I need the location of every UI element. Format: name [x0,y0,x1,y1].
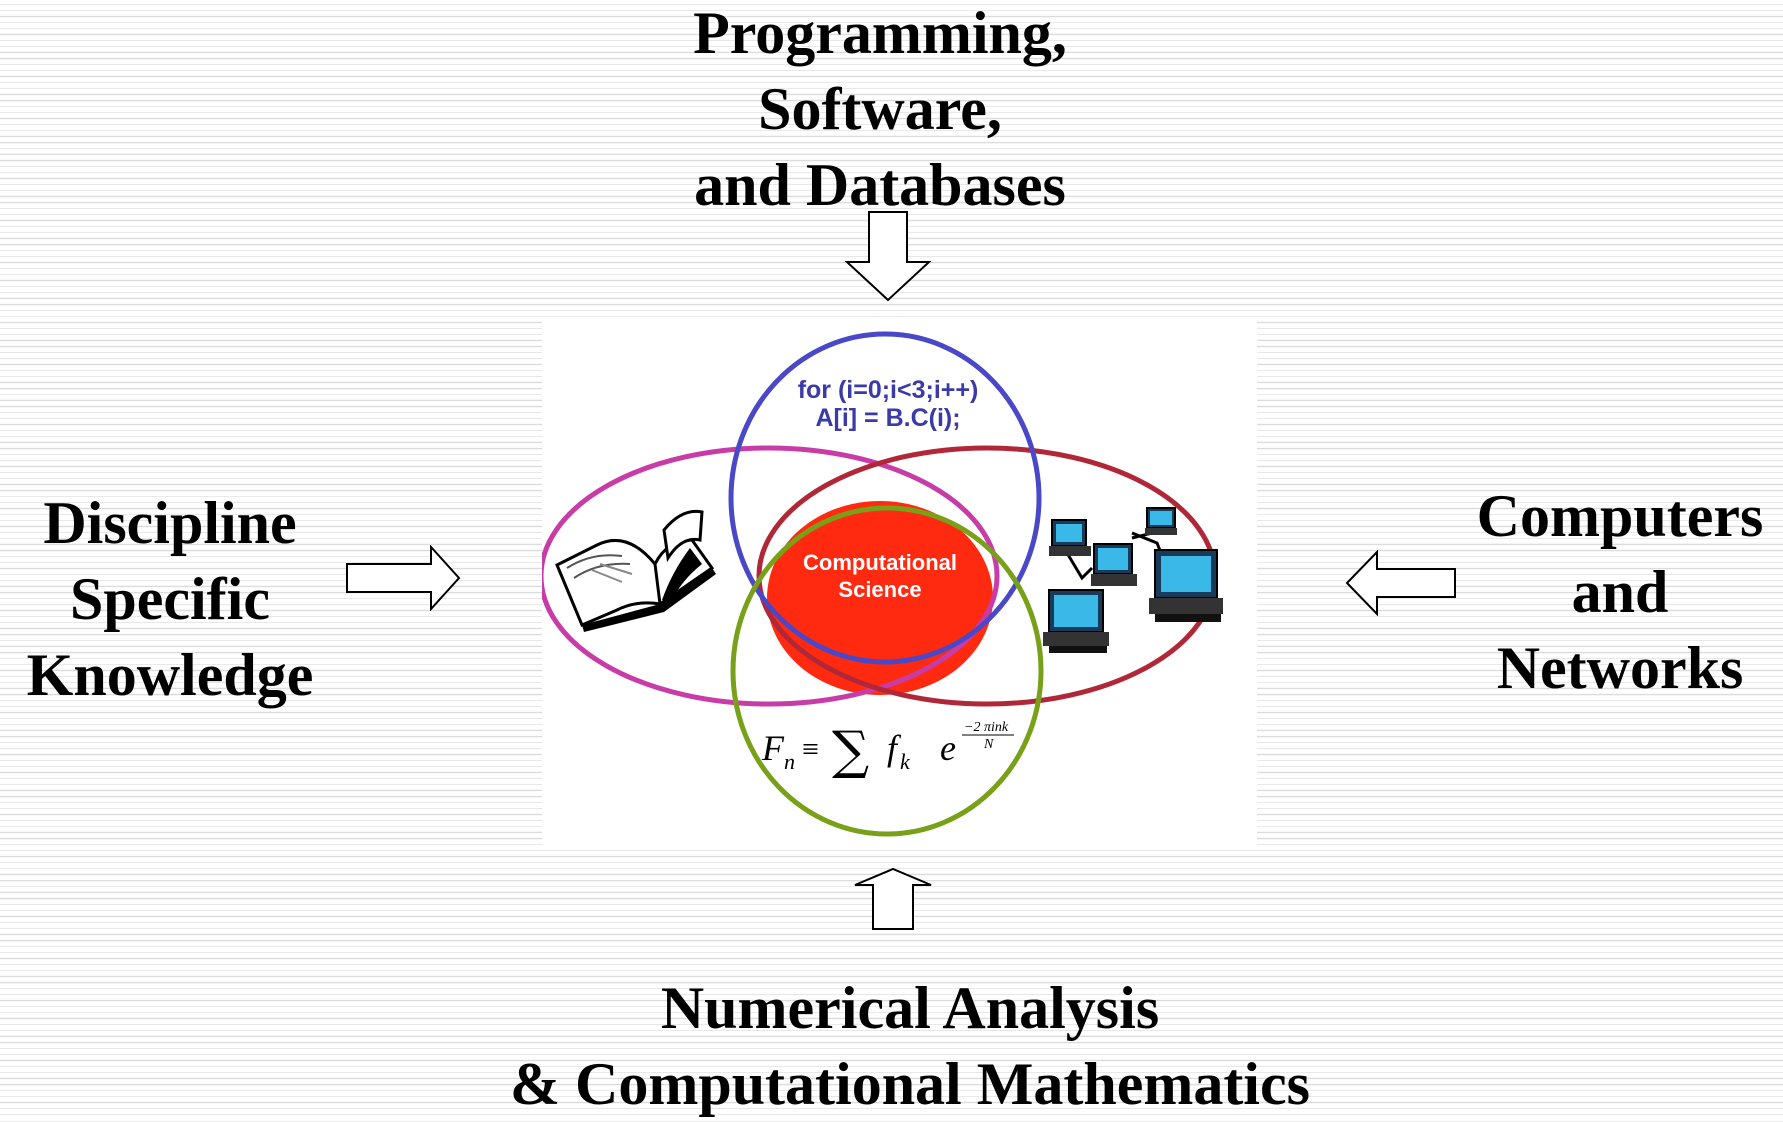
software-label: Programming, Software, and Databases [580,0,1180,223]
computers-label: Computers and Networks [1455,478,1783,706]
software-label-line-1: Programming, [693,0,1067,66]
discipline-ellipse [542,445,1000,707]
software-label-line-2: Software, [758,76,1002,142]
discipline-label: Discipline Specific Knowledge [0,485,340,713]
fourier-formula: F n ≡ ∑ f k e −2 πink N [761,720,1014,781]
center-label-line-2: Science [838,577,921,602]
open-book-icon [555,509,716,632]
network-computers-icon [1043,507,1223,653]
formula-exp-den: N [983,737,994,752]
discipline-label-line-2: Specific [70,566,270,632]
formula-exp-base: e [940,728,956,768]
discipline-label-line-1: Discipline [43,490,297,556]
arrow-down-icon [845,211,931,302]
formula-lhs: F [761,728,785,768]
formula-exp-num: −2 πink [964,720,1009,735]
formula-term-sub: k [900,749,911,774]
formula-lhs-sub: n [784,749,795,774]
computers-label-line-3: Networks [1496,635,1744,701]
formula-sum: ∑ [832,721,869,781]
software-circle [728,331,1042,665]
software-label-line-3: and Databases [694,152,1066,218]
discipline-label-line-3: Knowledge [26,642,314,708]
venn-diagram: for (i=0;i<3;i++) A[i] = B.C(i); Computa… [542,318,1257,846]
computers-label-line-1: Computers [1476,483,1764,549]
arrow-right-icon [346,545,461,611]
code-line-1: for (i=0;i<3;i++) [798,376,979,404]
math-label-line-1: Numerical Analysis [660,975,1160,1041]
arrow-up-icon [854,867,932,930]
computers-label-line-2: and [1571,559,1669,625]
code-line-2: A[i] = B.C(i); [815,404,960,432]
arrow-left-icon [1345,550,1456,616]
math-label: Numerical Analysis & Computational Mathe… [380,970,1440,1122]
center-label-line-1: Computational [803,550,957,575]
math-label-line-2: & Computational Mathematics [510,1051,1310,1117]
math-circle [730,505,1044,837]
formula-equiv: ≡ [802,733,819,766]
